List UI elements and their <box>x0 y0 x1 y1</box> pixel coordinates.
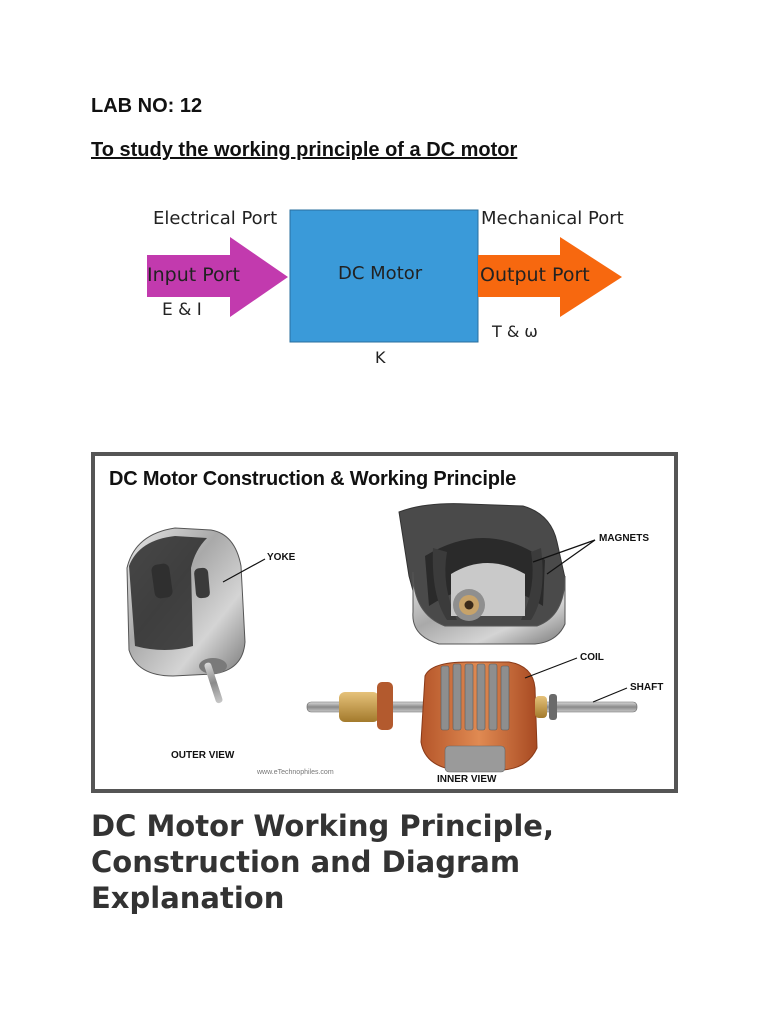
article-heading: DC Motor Working Principle, Construction… <box>91 808 691 916</box>
shaft-label: SHAFT <box>630 682 664 693</box>
input-port-arrow <box>147 237 288 317</box>
coil-label: COIL <box>580 652 604 663</box>
magnets-label: MAGNETS <box>599 533 649 544</box>
yoke-label: YOKE <box>267 552 296 563</box>
yoke-leader <box>222 558 266 583</box>
magnets-leader-1 <box>532 539 596 563</box>
magnets-leader-2 <box>546 539 596 575</box>
output-port-label: Output Port <box>480 264 590 286</box>
dc-motor-label: DC Motor <box>338 263 423 284</box>
output-port-arrow <box>478 237 622 317</box>
lab-number: LAB NO: 12 <box>91 95 203 117</box>
inner-view-label: INNER VIEW <box>437 774 497 785</box>
coil-leader <box>524 657 578 679</box>
outer-view-motor <box>126 527 246 704</box>
dc-motor-block-diagram: Electrical Port Mechanical Port Input Po… <box>140 200 640 380</box>
inner-view-housing <box>398 503 566 645</box>
shaft-leader <box>592 687 628 703</box>
input-port-label: Input Port <box>147 264 240 286</box>
output-quantities-label: T & ω <box>492 322 538 341</box>
mechanical-port-label: Mechanical Port <box>481 208 624 229</box>
input-quantities-label: E & I <box>162 300 202 320</box>
inner-view-rotor <box>306 661 638 773</box>
outer-view-label: OUTER VIEW <box>171 750 235 761</box>
motor-illustration <box>126 503 638 773</box>
heading-line-3: Explanation <box>91 881 285 915</box>
block-diagram-shapes <box>147 209 622 343</box>
motor-constant-label: K <box>375 348 386 367</box>
image-credit: www.eTechnophiles.com <box>257 769 334 776</box>
electrical-port-label: Electrical Port <box>153 208 278 229</box>
heading-line-2: Construction and Diagram <box>91 845 521 879</box>
heading-line-1: DC Motor Working Principle, <box>91 809 554 843</box>
lab-title: To study the working principle of a DC m… <box>91 139 518 161</box>
construction-figure: DC Motor Construction & Working Principl… <box>91 452 678 793</box>
figure-title: DC Motor Construction & Working Principl… <box>109 468 516 490</box>
